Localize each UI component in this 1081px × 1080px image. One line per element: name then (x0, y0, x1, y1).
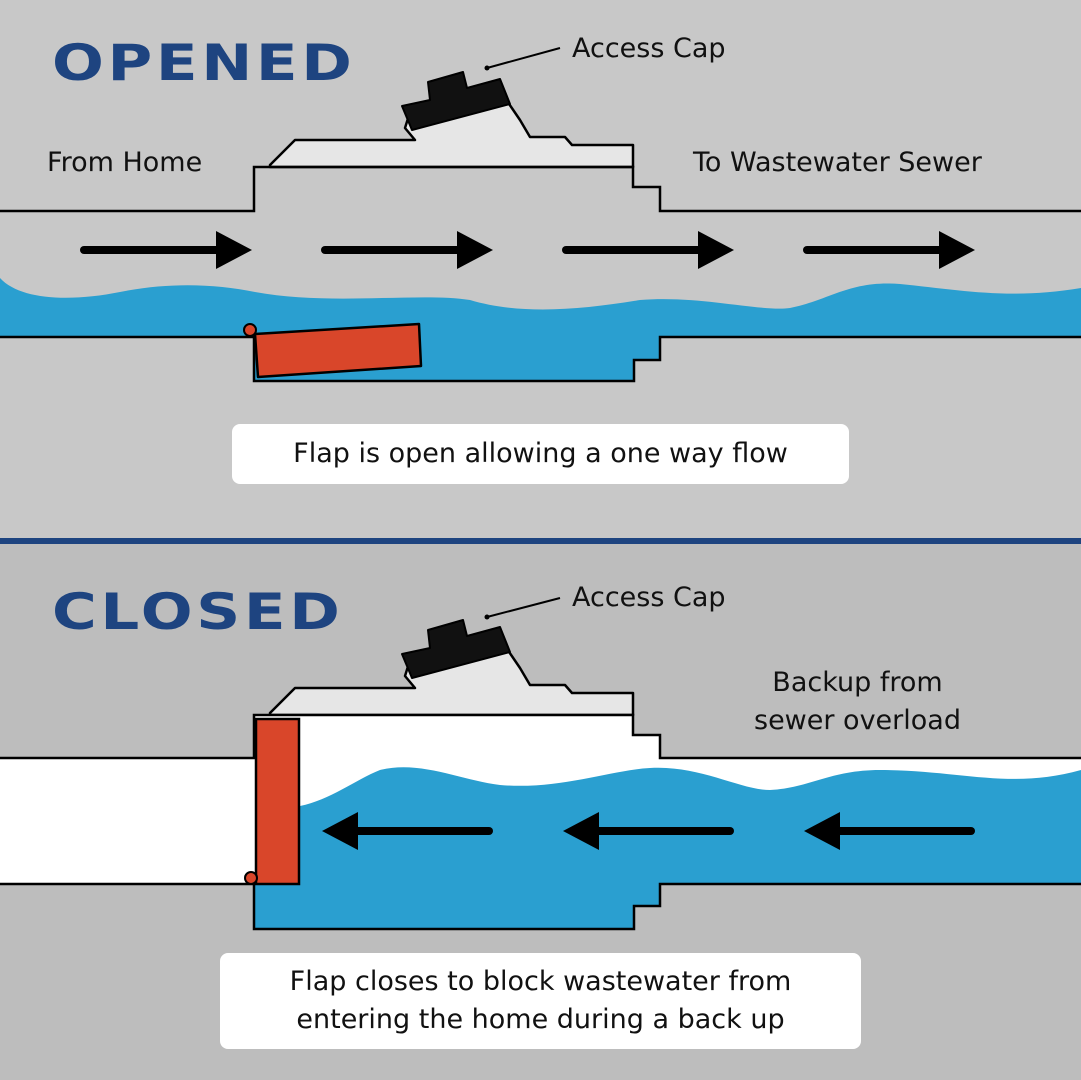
backup-label-line1: Backup from (772, 667, 943, 698)
panel-divider (0, 538, 1081, 544)
closed-access-cap-icon (401, 619, 511, 679)
opened-hinge-dot-icon (243, 323, 257, 337)
closed-water (254, 767, 1081, 929)
opened-leader-dot (484, 65, 490, 71)
flow-arrow-right-icon (80, 231, 252, 269)
opened-title: OPENED (52, 34, 356, 92)
flow-arrow-right-icon (562, 231, 734, 269)
opened-access-cap-label: Access Cap (572, 33, 726, 64)
closed-caption: Flap closes to block wastewater from ent… (220, 953, 861, 1049)
closed-hinge-dot-icon (244, 871, 258, 885)
flow-arrow-left-icon (804, 812, 975, 850)
closed-empty-pipe (0, 758, 254, 884)
flow-arrow-left-icon (322, 812, 493, 850)
closed-valve (0, 597, 1081, 931)
closed-housing-top (268, 644, 635, 717)
closed-access-cap-label: Access Cap (572, 582, 726, 613)
closed-leader-dot (484, 614, 490, 620)
opened-access-cap-icon (401, 71, 511, 131)
from-home-label: From Home (47, 147, 203, 178)
closed-access-cap-leader (486, 597, 561, 618)
backup-label: Backup from sewer overload (735, 664, 980, 740)
backup-label-line2: sewer overload (754, 705, 961, 736)
opened-valve (0, 47, 1081, 383)
closed-caption-line1: Flap closes to block wastewater from (289, 966, 792, 997)
closed-title: CLOSED (52, 583, 344, 641)
closed-flap (254, 717, 301, 886)
closed-pipe-outline (0, 713, 1081, 931)
to-sewer-label: To Wastewater Sewer (693, 147, 982, 178)
opened-housing-top (268, 96, 635, 169)
opened-flap (253, 322, 423, 379)
opened-caption-text: Flap is open allowing a one way flow (293, 438, 788, 469)
opened-access-cap-leader (486, 47, 561, 69)
closed-caption-line2: entering the home during a back up (296, 1004, 785, 1035)
flow-arrow-right-icon (803, 231, 975, 269)
opened-flow-arrows (80, 231, 975, 269)
opened-caption: Flap is open allowing a one way flow (232, 424, 849, 484)
flow-arrow-right-icon (321, 231, 493, 269)
closed-flow-arrows (322, 812, 975, 850)
opened-pipe-outline (0, 165, 1081, 383)
flow-arrow-left-icon (563, 812, 734, 850)
